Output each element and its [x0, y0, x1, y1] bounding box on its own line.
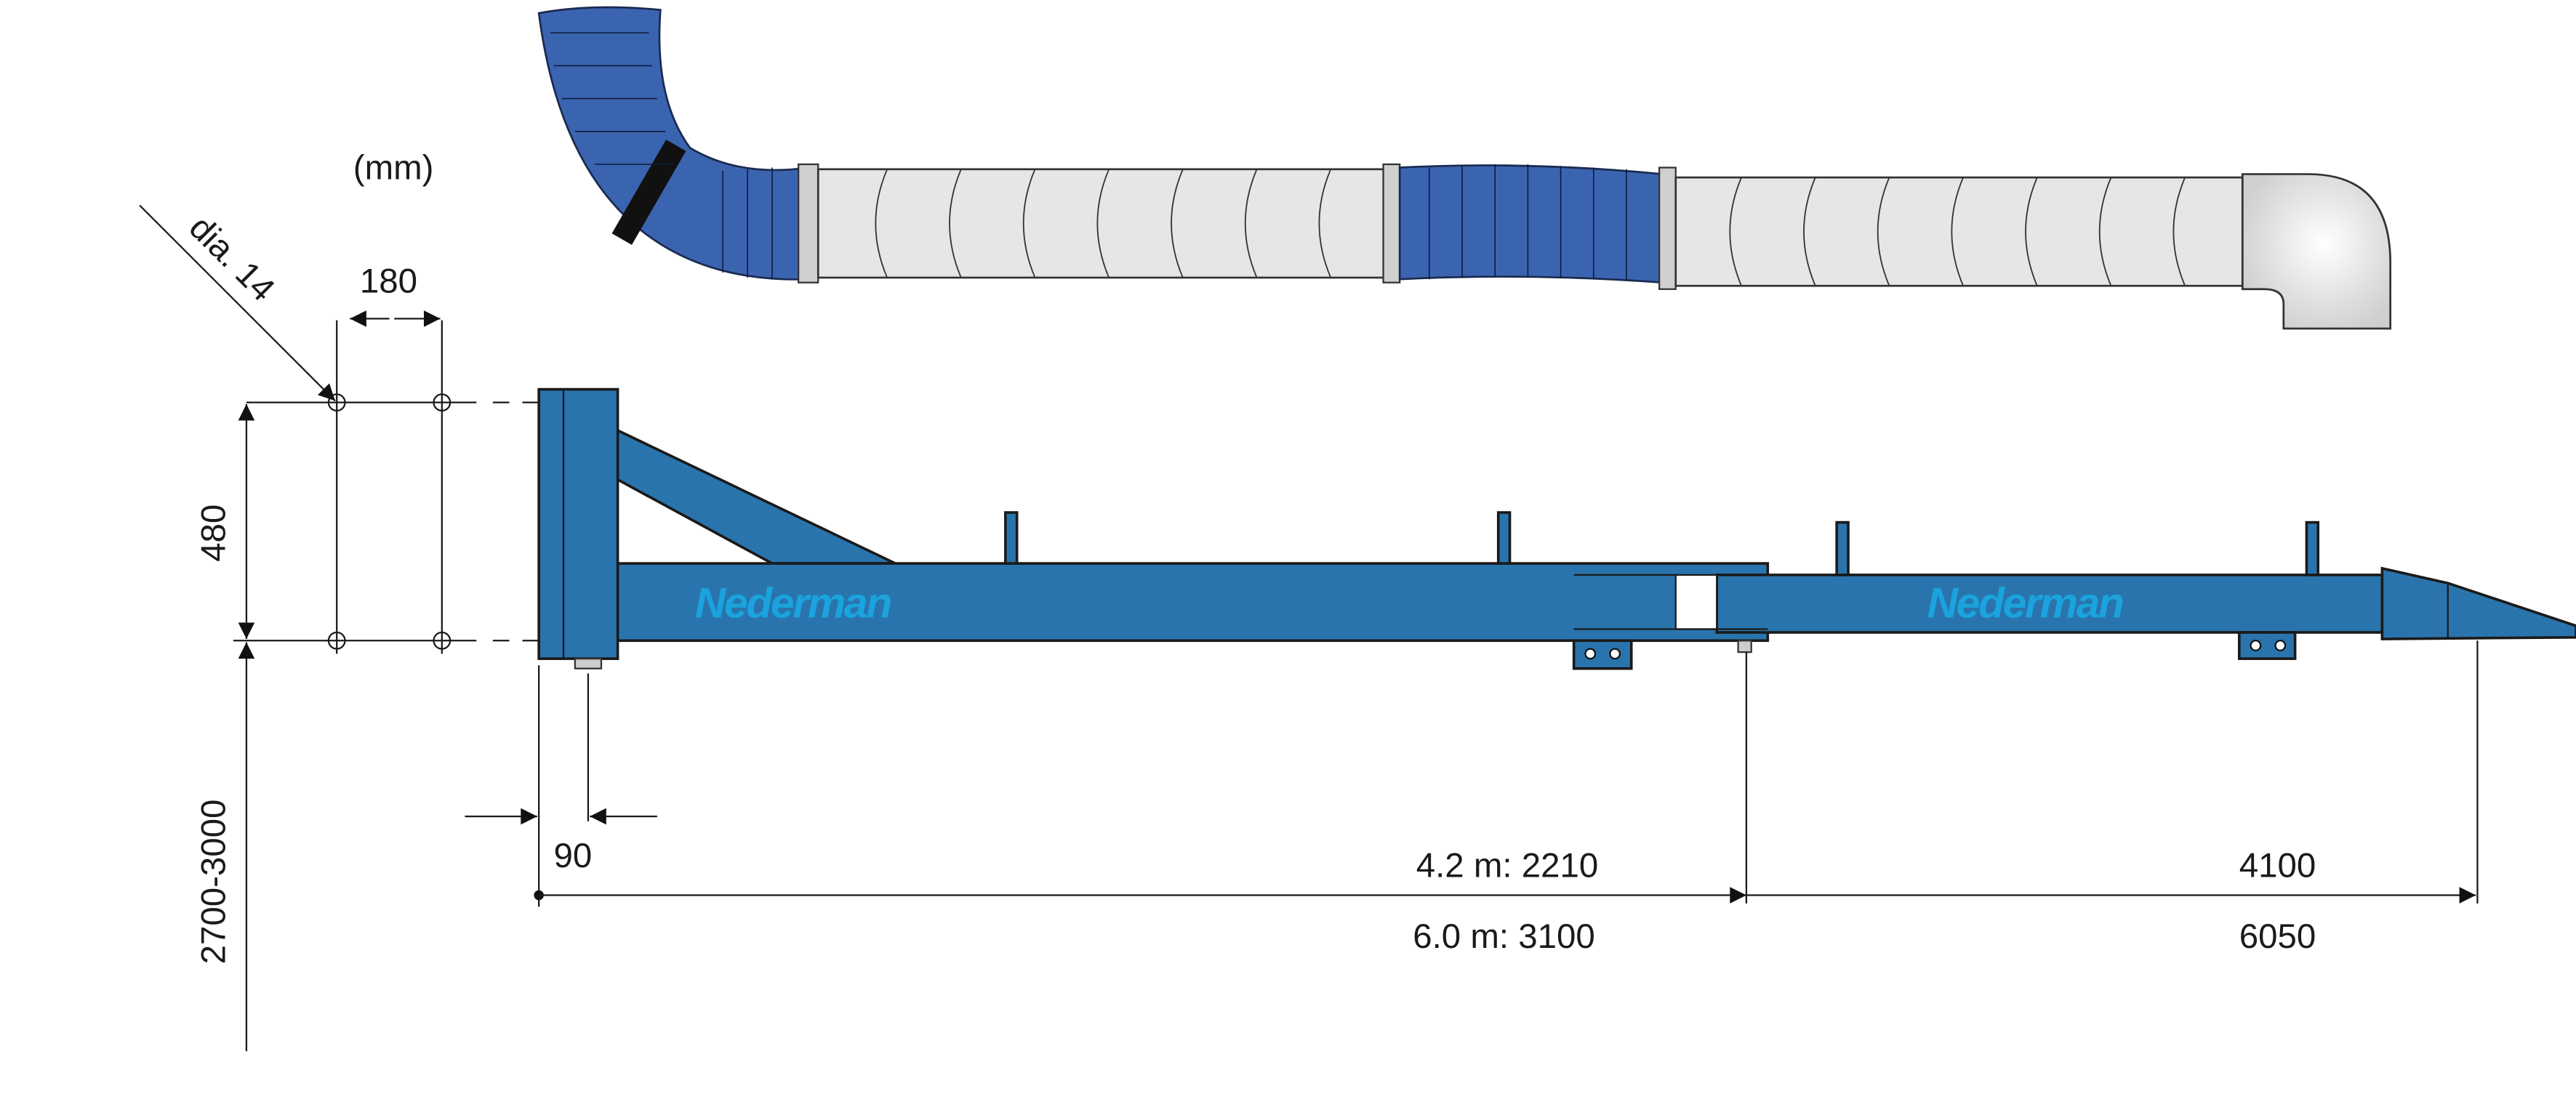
dim-60-long: 6050	[2239, 917, 2316, 956]
dim-180: 180	[360, 262, 417, 300]
hanger-plate	[2237, 631, 2297, 660]
mounting-hole	[433, 393, 452, 412]
hose-corrugations	[550, 32, 1627, 281]
dim-mounting-height: 2700-3000	[195, 800, 233, 965]
duct-ring	[1658, 166, 1677, 290]
duct-ring	[1382, 163, 1401, 283]
brand-logo: Nederman	[695, 580, 891, 627]
dim-90: 90	[553, 837, 592, 875]
hose-clamp	[611, 139, 686, 245]
hanger-plate	[1572, 639, 1633, 670]
spiral-seams	[875, 169, 2186, 286]
main-boom	[616, 562, 1770, 643]
spiral-duct-2	[1674, 176, 2244, 287]
nozzle	[2380, 566, 2576, 640]
brand-logo-2: Nederman	[1927, 580, 2123, 627]
hole-diameter-label: dia. 14	[182, 209, 282, 309]
mounting-hole	[433, 631, 452, 650]
telescopic-boom	[1715, 574, 2384, 634]
flex-hose-elbow	[537, 6, 810, 281]
mounting-hole	[327, 631, 346, 650]
units-label: (mm)	[353, 148, 434, 187]
dim-42-long: 4100	[2239, 847, 2316, 885]
length-dimensions: 90 4.2 m: 2210 6.0 m: 3100 4100 6050	[465, 640, 2479, 956]
flex-hose-middle	[1398, 164, 1664, 284]
diagonal-brace	[616, 428, 896, 565]
duct-ring	[798, 163, 819, 283]
boom: Nederman Nederman	[537, 387, 2576, 670]
dim-42-short: 4.2 m: 2210	[1416, 847, 1599, 885]
mounting-hole	[327, 393, 346, 412]
dim-60-short: 6.0 m: 3100	[1413, 917, 1595, 956]
dim-480: 480	[195, 504, 233, 562]
hose-assembly	[537, 6, 2392, 330]
wall-hole-pattern: dia. 14 180 480 2700-3000	[139, 204, 539, 1052]
duct-elbow	[2241, 173, 2392, 330]
wall-bracket	[537, 387, 619, 660]
spiral-duct-1	[816, 168, 1388, 279]
